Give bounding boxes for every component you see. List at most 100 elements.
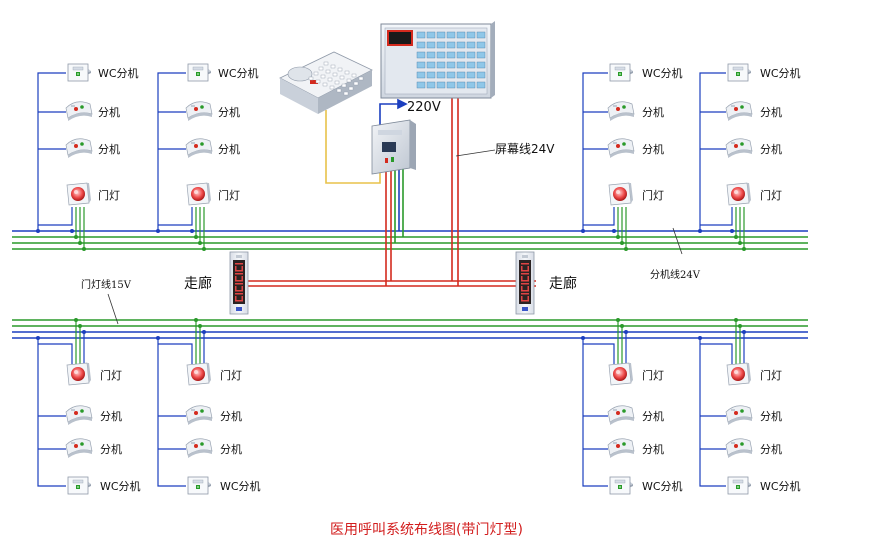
unit-label: 分机 [642,409,664,423]
screen-line-leader [455,149,496,157]
phone-key [327,77,333,82]
unit-label: 分机 [98,142,120,156]
phone-key [330,64,336,69]
unit-label: WC分机 [98,66,139,80]
panel-indicator [426,61,436,69]
unit-label: 分机 [220,409,242,423]
panel-indicator [436,81,446,89]
door-light-icon [608,182,634,206]
control-box-wires [394,168,404,243]
led-segment [527,286,529,290]
led-segment [521,283,529,285]
panel-indicator [466,51,476,59]
wc-unit-icon [609,63,634,82]
unit-label: 门灯 [642,368,664,382]
phone-key [353,81,359,86]
led-segment [521,273,529,275]
station-column [157,320,213,495]
led-segment [521,286,523,290]
phone-key [329,85,335,90]
corridor-display-right [515,251,535,315]
unit-label: 门灯 [760,188,782,202]
screen-line-label: 屏幕线24V [495,142,555,156]
panel-indicator [456,41,466,49]
led-segment [235,263,243,265]
panel-indicator [416,81,426,89]
panel-indicator [456,81,466,89]
led-segment [235,276,237,280]
extension-unit-icon [607,405,635,426]
led-segment [527,266,529,270]
wc-unit-icon [727,476,752,495]
panel-indicator [456,51,466,59]
junction-dot [190,229,194,233]
unit-label: 分机 [760,409,782,423]
panel-indicator [476,41,486,49]
phone-key [348,86,354,91]
corridor-label-left: 走廊 [184,275,212,292]
led-segment [241,296,243,300]
panel-indicator [456,31,466,39]
unit-label: 分机 [218,105,240,119]
door-light-icon [608,362,634,386]
led-segment [521,296,523,300]
power-arrow [379,98,408,128]
station-column [582,320,635,495]
panel-indicator [476,31,486,39]
wc-unit-icon [187,63,212,82]
door-light-icon [186,182,212,206]
led-segment [235,290,243,292]
unit-label: 分机 [760,105,782,119]
panel-indicator [426,41,436,49]
panel-indicator [426,81,436,89]
unit-label: 门灯 [642,188,664,202]
phone-key [343,91,349,96]
station-column [699,63,753,249]
wc-unit-icon [67,63,92,82]
extension-unit-icon [65,138,93,159]
wc-unit-icon [67,476,92,495]
panel-indicator [476,51,486,59]
door-light-icon [726,182,752,206]
unit-label: 分机 [218,142,240,156]
station-column [37,320,93,495]
panel-indicator [416,31,426,39]
phone-key [346,78,352,83]
phone-key [337,67,343,72]
led-segment [241,286,243,290]
door-light-icon [726,362,752,386]
extension-unit-icon [185,101,213,122]
phone-key [308,76,314,81]
phone-key [318,66,324,71]
panel-indicator [446,41,456,49]
extension-unit-icon [607,101,635,122]
lower-bus-wires [12,319,808,339]
led-segment [235,280,243,282]
phone-key [336,88,342,93]
led-segment [521,276,523,280]
unit-label: 分机 [760,142,782,156]
ext-line-label: 分机线24V [650,268,701,281]
junction-dot [730,229,734,233]
station-column [699,320,753,495]
extension-unit-icon [185,438,213,459]
panel-indicator [436,41,446,49]
unit-label: 门灯 [100,368,122,382]
corridor-label-right: 走廊 [549,275,577,292]
ext-line-leader [672,227,683,255]
wc-unit-icon [727,63,752,82]
unit-label: 分机 [642,142,664,156]
panel-indicator [466,41,476,49]
extension-unit-icon [725,438,753,459]
extension-unit-icon [725,101,753,122]
extension-unit-icon [65,101,93,122]
unit-label: 门灯 [218,188,240,202]
wc-unit-icon [609,476,634,495]
led-segment [235,273,243,275]
panel-indicator [446,61,456,69]
unit-label: 分机 [760,442,782,456]
panel-indicator [476,61,486,69]
panel-indicator [416,61,426,69]
station-column [157,63,213,249]
